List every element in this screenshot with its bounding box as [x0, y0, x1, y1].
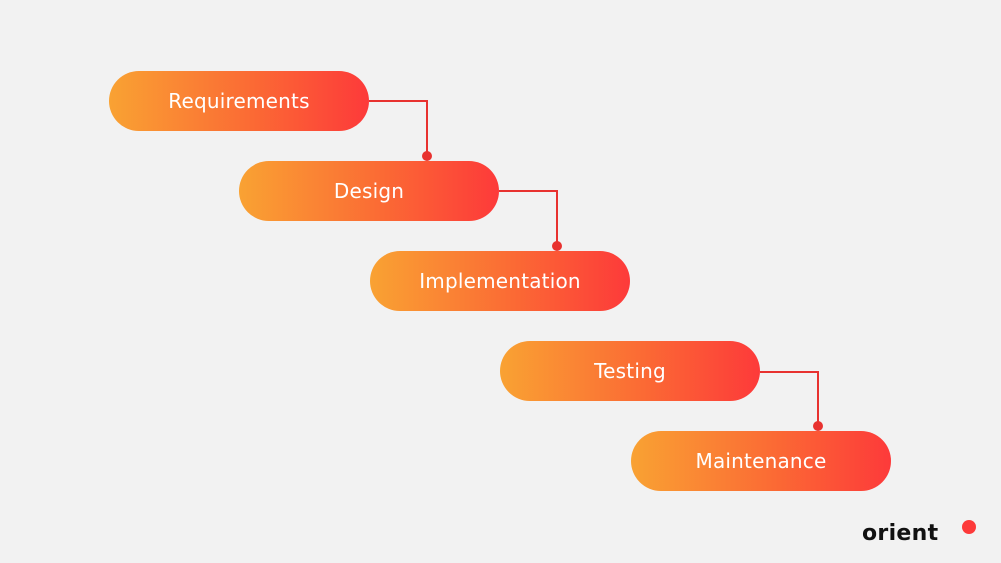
step-label: Design — [333, 179, 405, 203]
step-label: Implementation — [419, 269, 581, 293]
step-label: Requirements — [168, 89, 310, 113]
red-dot-icon — [962, 520, 976, 534]
step-design: Design — [239, 161, 499, 221]
logo-text: orient — [862, 521, 939, 546]
step-maintenance: Maintenance — [631, 431, 891, 491]
connector-testing-maintenance — [760, 371, 819, 426]
step-label: Maintenance — [695, 449, 827, 473]
connector-dot-design — [422, 151, 432, 161]
step-label: Testing — [594, 359, 666, 383]
connector-design-implementation — [499, 190, 558, 246]
connector-dot-maintenance — [813, 421, 823, 431]
connector-requirements-design — [369, 100, 428, 156]
step-requirements: Requirements — [109, 71, 369, 131]
orient-logo: orient — [862, 516, 976, 546]
step-implementation: Implementation — [370, 251, 630, 311]
step-testing: Testing — [500, 341, 760, 401]
connector-dot-implementation — [552, 241, 562, 251]
